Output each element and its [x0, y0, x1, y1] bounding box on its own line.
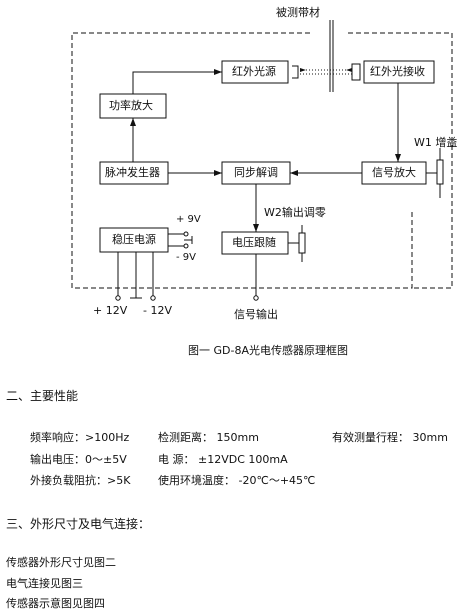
text-line: 传感器示意图见图四	[6, 597, 105, 610]
arrow-to-poweramp	[130, 118, 136, 126]
spec-output-voltage: 输出电压：0～±5V	[30, 453, 127, 466]
power-amp-label: 功率放大	[109, 99, 153, 112]
ir-receiver-lens	[351, 63, 361, 81]
w1-label: W1 增益	[414, 136, 458, 149]
section2-heading: 二、主要性能	[6, 389, 79, 403]
pulse-gen-label: 脉冲发生器	[105, 166, 160, 179]
ir-receiver-block	[363, 60, 435, 84]
block-diagram	[71, 20, 453, 301]
ir-source-lens	[292, 65, 299, 79]
signal-out-label: 信号输出	[234, 308, 278, 321]
arrow-from-signalamp	[290, 170, 298, 176]
signal-out-terminal	[253, 295, 259, 301]
minus12-terminal	[150, 295, 156, 301]
spec-temperature: 使用环境温度： -20℃～+45℃	[158, 474, 316, 487]
right-housing-outline	[348, 32, 453, 289]
arrow-to-signalamp	[395, 154, 401, 162]
w2-label: W2输出调零	[264, 206, 326, 219]
beam-arrow	[300, 68, 306, 72]
beam-arrow	[346, 68, 352, 72]
ir-source-label: 红外光源	[232, 65, 276, 78]
arrow-to-irsource	[214, 69, 222, 75]
ir-receiver-label: 红外光接收	[370, 65, 425, 78]
minus12-label: - 12V	[143, 304, 172, 317]
figure-caption: 图一 GD-8A光电传感器原理框图	[188, 344, 348, 357]
w1-potentiometer	[436, 159, 444, 185]
minus9-terminal	[183, 243, 189, 249]
regulator-block	[99, 227, 169, 253]
plus9-label: + 9V	[176, 214, 201, 225]
plus12-terminal	[115, 295, 121, 301]
text-line: 传感器外形尺寸见图二	[6, 556, 116, 569]
arrow-to-follower	[253, 224, 259, 232]
minus9-label: - 9V	[176, 252, 196, 263]
regulator-label: 稳压电源	[112, 233, 156, 246]
voltage-follower-label: 电压跟随	[232, 236, 276, 249]
wire-poweramp-irsource	[132, 71, 222, 94]
w2-potentiometer	[298, 232, 306, 254]
arrow-to-sync	[214, 170, 222, 176]
sync-demod-label: 同步解调	[234, 166, 278, 179]
spec-frequency: 频率响应：>100Hz	[30, 431, 130, 444]
plus9-terminal	[183, 231, 189, 237]
spec-stroke: 有效测量行程： 30mm	[332, 431, 448, 444]
spec-power: 电 源： ±12VDC 100mA	[158, 453, 288, 466]
spec-distance: 检测距离： 150mm	[158, 431, 259, 444]
plus12-label: + 12V	[93, 304, 128, 317]
material-label: 被测带材	[276, 6, 320, 19]
text-line: 电气连接见图三	[6, 577, 83, 590]
left-housing-outline	[71, 32, 413, 289]
signal-amp-label: 信号放大	[372, 166, 416, 179]
spec-load: 外接负载阻抗：>5K	[30, 474, 131, 487]
section3-heading: 三、外形尺寸及电气连接：	[6, 517, 151, 531]
